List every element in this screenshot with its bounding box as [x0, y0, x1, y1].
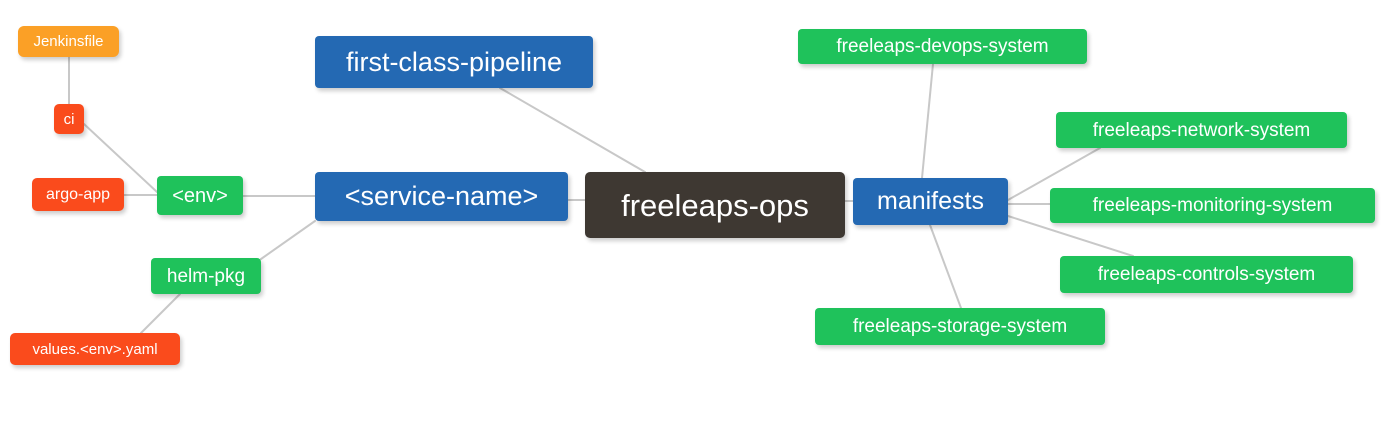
node-freeleaps-storage-system[interactable]: freeleaps-storage-system: [815, 308, 1105, 345]
edge-manifests-to-freeleaps-network-system: [1007, 147, 1101, 201]
edge-service-name-to-helm-pkg: [260, 220, 316, 260]
edge-ci-to-env: [83, 123, 158, 193]
node-freeleaps-controls-system[interactable]: freeleaps-controls-system: [1060, 256, 1353, 293]
node-env[interactable]: <env>: [157, 176, 243, 215]
edge-helm-pkg-to-values-yaml: [140, 293, 181, 334]
node-first-class-pipeline[interactable]: first-class-pipeline: [315, 36, 593, 88]
node-argo-app[interactable]: argo-app: [32, 178, 124, 211]
node-manifests[interactable]: manifests: [853, 178, 1008, 225]
node-freeleaps-devops-system[interactable]: freeleaps-devops-system: [798, 29, 1087, 64]
node-freeleaps-network-system[interactable]: freeleaps-network-system: [1056, 112, 1347, 148]
node-freeleaps-monitoring-system[interactable]: freeleaps-monitoring-system: [1050, 188, 1375, 223]
edge-manifests-to-freeleaps-storage-system: [929, 224, 962, 309]
node-ci[interactable]: ci: [54, 104, 84, 134]
node-values-yaml[interactable]: values.<env>.yaml: [10, 333, 180, 365]
node-jenkinsfile[interactable]: Jenkinsfile: [18, 26, 119, 57]
edge-manifests-to-freeleaps-devops-system: [921, 63, 934, 179]
edge-manifests-to-freeleaps-controls-system: [1007, 215, 1134, 257]
edge-first-class-pipeline-to-freeleaps-ops: [499, 87, 646, 173]
node-service-name[interactable]: <service-name>: [315, 172, 568, 221]
node-freeleaps-ops[interactable]: freeleaps-ops: [585, 172, 845, 238]
node-helm-pkg[interactable]: helm-pkg: [151, 258, 261, 294]
